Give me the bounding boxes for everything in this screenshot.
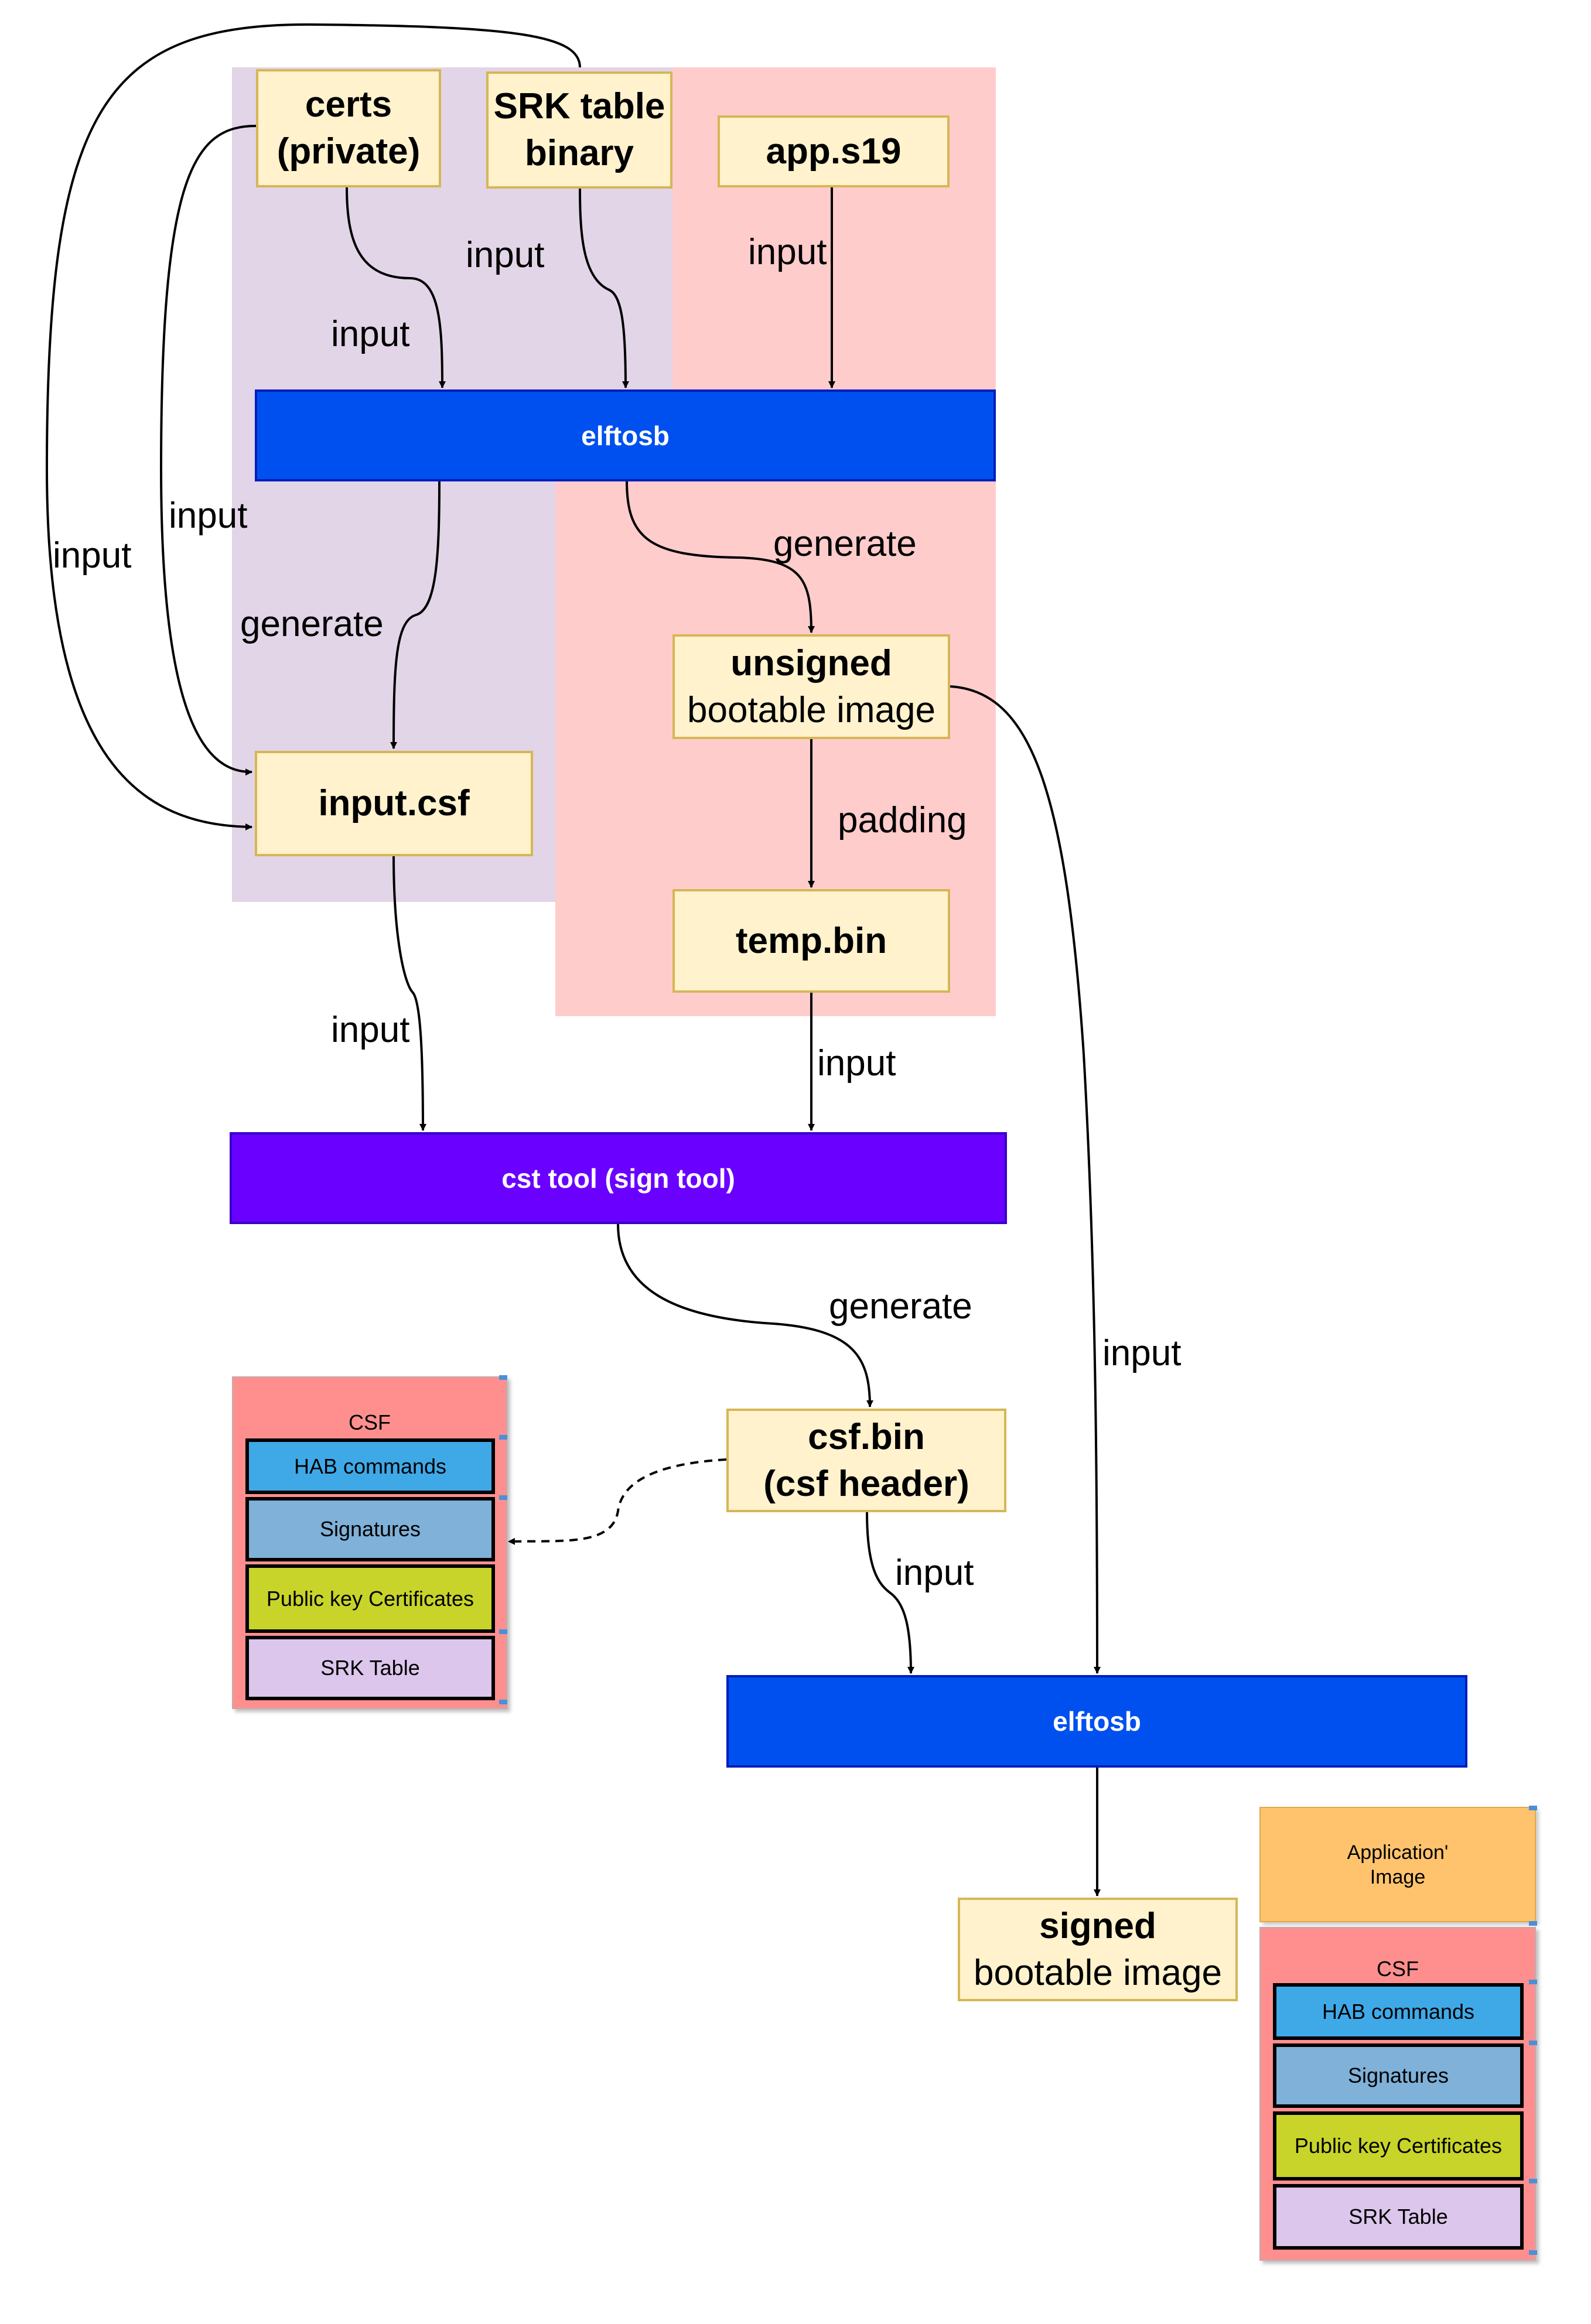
application-image-label: Application' Image bbox=[1347, 1841, 1449, 1888]
csf-structure-legend: CSF HAB commands Signatures Public key C… bbox=[232, 1376, 507, 1709]
csf-bin-node: csf.bin (csf header) bbox=[726, 1409, 1006, 1512]
label-app-elftosb: input bbox=[748, 232, 827, 272]
csf-legend-signatures: Signatures bbox=[245, 1497, 495, 1561]
legend-marker bbox=[1529, 1806, 1537, 1810]
signed-title: signed bbox=[1039, 1905, 1156, 1946]
temp-bin-node: temp.bin bbox=[672, 889, 950, 993]
unsigned-title: unsigned bbox=[730, 642, 892, 683]
legend-marker bbox=[499, 1700, 507, 1704]
label-srk-inputcsf: input bbox=[53, 535, 132, 576]
temp-bin-title: temp.bin bbox=[735, 920, 887, 961]
legend-marker bbox=[1529, 2041, 1537, 2045]
certs-subtitle: (private) bbox=[276, 131, 421, 172]
csf-legend-srk-table: SRK Table bbox=[245, 1636, 495, 1700]
srk-table-node: SRK table binary bbox=[486, 71, 672, 189]
legend-marker bbox=[499, 1629, 507, 1634]
edge-srk-inputcsf bbox=[45, 23, 581, 831]
label-elftosb-unsigned: generate bbox=[773, 524, 917, 564]
label-srk-elftosb: input bbox=[466, 235, 545, 275]
edge-inputcsf-cst bbox=[392, 856, 426, 1131]
label-csfbin-elftosb2: input bbox=[895, 1553, 974, 1593]
unsigned-image-node: unsigned bootable image bbox=[672, 634, 950, 739]
edge-csfbin-elftosb2 bbox=[866, 1512, 914, 1674]
signed-legend-public-key-certificates: Public key Certificates bbox=[1273, 2111, 1524, 2181]
label-inputcsf-cst: input bbox=[331, 1010, 410, 1050]
cst-tool: cst tool (sign tool) bbox=[230, 1132, 1007, 1224]
edge-certs-elftosb bbox=[346, 187, 446, 388]
elftosb-top-label: elftosb bbox=[581, 420, 670, 451]
signed-csf-legend: CSF HAB commands Signatures Public key C… bbox=[1259, 1927, 1536, 2261]
signed-legend-signatures: Signatures bbox=[1273, 2043, 1524, 2108]
csf-legend-public-key-certificates: Public key Certificates bbox=[245, 1564, 495, 1633]
certs-title: certs bbox=[305, 84, 392, 125]
legend-marker bbox=[499, 1435, 507, 1440]
srk-table-subtitle: binary bbox=[524, 133, 634, 173]
label-unsigned-elftosb2: input bbox=[1102, 1333, 1182, 1373]
signed-legend-hab-commands: HAB commands bbox=[1273, 1983, 1524, 2040]
edge-srk-elftosb bbox=[579, 188, 629, 388]
signed-csf-legend-title: CSF bbox=[1377, 1957, 1419, 1981]
legend-marker bbox=[499, 1495, 507, 1500]
signed-image-node: signed bootable image bbox=[958, 1898, 1238, 2001]
edge-certs-inputcsf bbox=[159, 125, 257, 776]
legend-marker bbox=[499, 1375, 507, 1380]
csf-legend-hab-commands: HAB commands bbox=[245, 1438, 495, 1494]
edge-csfbin-legend bbox=[508, 1458, 727, 1545]
csf-bin-title: csf.bin bbox=[808, 1416, 925, 1457]
elftosb-bottom-label: elftosb bbox=[1053, 1706, 1141, 1737]
csf-bin-subtitle: (csf header) bbox=[763, 1463, 969, 1504]
label-unsigned-temp: padding bbox=[838, 800, 967, 840]
app-s19-node: app.s19 bbox=[718, 115, 950, 187]
elftosb-bottom-tool: elftosb bbox=[726, 1675, 1467, 1768]
csf-legend-title: CSF bbox=[349, 1410, 391, 1434]
signed-legend-srk-table: SRK Table bbox=[1273, 2184, 1524, 2250]
label-certs-inputcsf: input bbox=[169, 495, 248, 536]
input-csf-title: input.csf bbox=[318, 783, 470, 823]
app-s19-title: app.s19 bbox=[766, 131, 902, 172]
edge-unsigned-elftosb2 bbox=[950, 685, 1101, 1674]
label-temp-cst: input bbox=[817, 1043, 896, 1084]
edge-elftosb-unsigned bbox=[626, 481, 815, 633]
legend-marker bbox=[1529, 2250, 1537, 2255]
edge-cst-csfbin bbox=[617, 1223, 873, 1407]
certs-node: certs (private) bbox=[256, 69, 441, 187]
label-cst-csfbin: generate bbox=[829, 1286, 972, 1327]
legend-marker bbox=[1529, 1921, 1537, 1926]
signed-subtitle: bootable image bbox=[974, 1952, 1222, 1993]
elftosb-top-tool: elftosb bbox=[255, 389, 996, 481]
cst-tool-label: cst tool (sign tool) bbox=[501, 1163, 735, 1194]
unsigned-subtitle: bootable image bbox=[687, 689, 936, 730]
legend-marker bbox=[1529, 2179, 1537, 2183]
label-certs-elftosb: input bbox=[331, 314, 410, 354]
application-image-block: Application' Image bbox=[1259, 1807, 1536, 1922]
edge-elftosb-inputcsf bbox=[390, 481, 441, 749]
legend-marker bbox=[1529, 1980, 1537, 1984]
input-csf-node: input.csf bbox=[255, 751, 533, 856]
label-elftosb-inputcsf: generate bbox=[240, 604, 384, 644]
srk-table-title: SRK table bbox=[493, 86, 665, 127]
